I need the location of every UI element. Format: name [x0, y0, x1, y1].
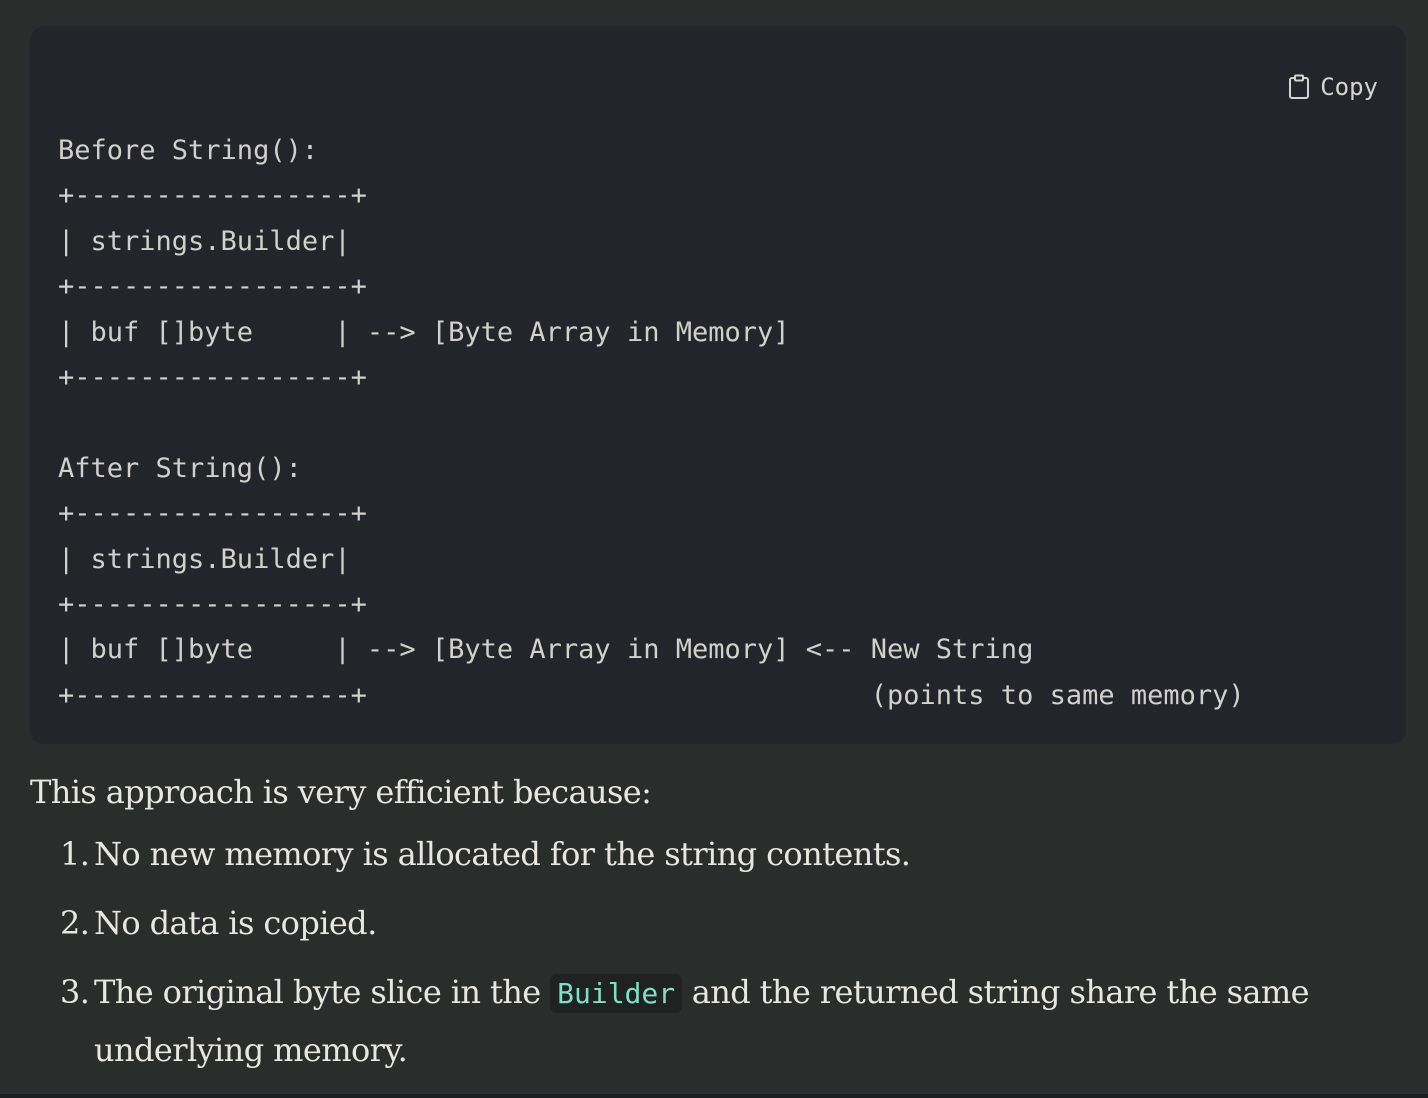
lead-paragraph: This approach is very efficient because: [30, 773, 652, 811]
list-number: 3. [60, 973, 90, 1011]
list-item: 1. No new memory is allocated for the st… [30, 826, 1330, 882]
reasons-list: 1. No new memory is allocated for the st… [30, 826, 1330, 1078]
list-item: 3. The original byte slice in the Builde… [30, 964, 1330, 1078]
list-item-text: No new memory is allocated for the strin… [94, 835, 911, 873]
code-block: Copy Before String(): +-----------------… [30, 26, 1406, 744]
list-number: 1. [60, 835, 90, 873]
clipboard-icon [1288, 74, 1310, 100]
list-number: 2. [60, 904, 90, 942]
copy-button[interactable]: Copy [1288, 71, 1378, 103]
code-content: Before String(): +-----------------+ | s… [58, 135, 1245, 711]
list-item-text-after: and the returned string share the same u… [94, 973, 1310, 1069]
list-item-text: No data is copied. [94, 904, 377, 942]
list-item: 2. No data is copied. [30, 895, 1330, 951]
bottom-divider [0, 1094, 1428, 1098]
inline-code-builder: Builder [550, 974, 683, 1013]
copy-label: Copy [1320, 73, 1378, 101]
list-item-text-before: The original byte slice in the [94, 973, 551, 1011]
response-text: This approach is very efficient because:… [30, 768, 1330, 1078]
